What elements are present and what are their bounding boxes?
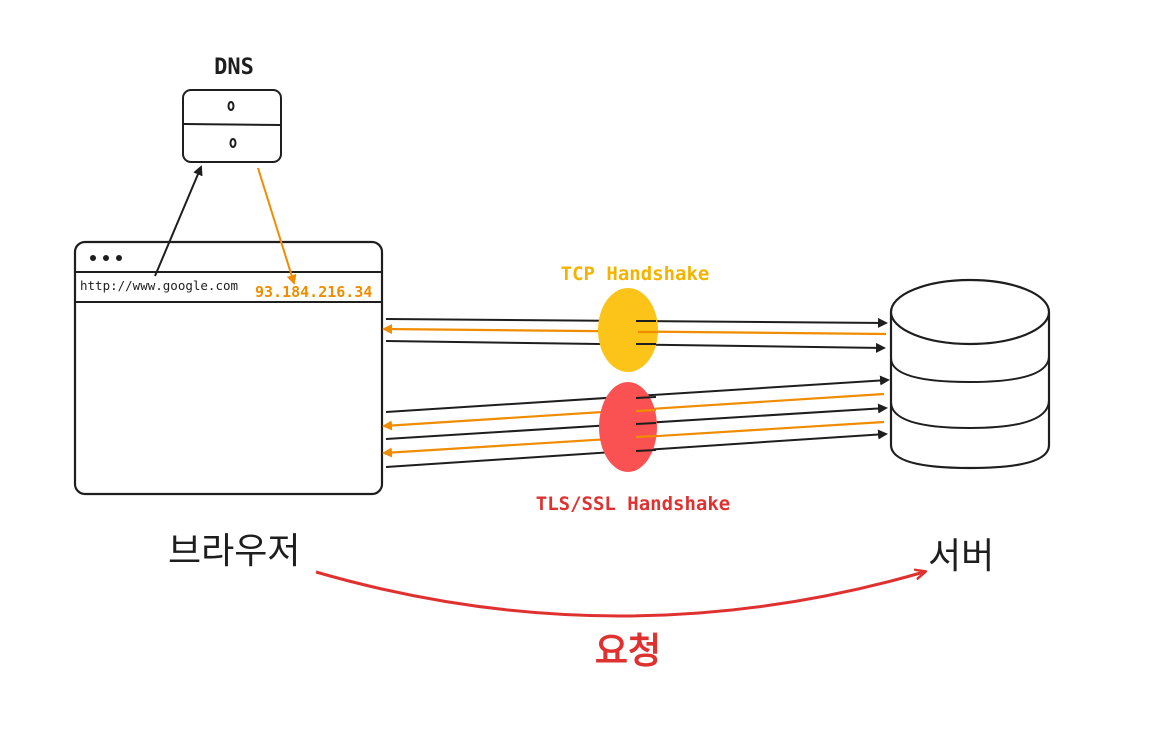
- window-dot-icon: [103, 255, 109, 261]
- tcp-handshake-label: TCP Handshake: [561, 263, 710, 285]
- tls-handshake-blob: [599, 382, 657, 472]
- browser-caption: 브라우저: [168, 531, 300, 572]
- dns-query-arrow: [154, 165, 203, 277]
- url-text: http://www.google.com: [80, 278, 238, 293]
- request-arrow: [315, 572, 924, 618]
- tcp-blob-strokes: [636, 320, 658, 345]
- server-database-icon: [889, 278, 1051, 470]
- window-dot-icon: [116, 255, 122, 261]
- tls-blob-strokes: [635, 396, 657, 452]
- tls-handshake-label: TLS/SSL Handshake: [536, 493, 730, 515]
- browser-window-icon: [73, 240, 384, 496]
- window-dot-icon: [90, 255, 96, 261]
- ip-address-text: 93.184.216.34: [255, 283, 372, 301]
- dns-server-icon: [182, 89, 282, 163]
- dns-response-arrow: [257, 167, 297, 285]
- tcp-handshake-blob: [598, 288, 658, 372]
- server-caption: 서버: [928, 536, 994, 577]
- dns-label: DNS: [214, 55, 254, 80]
- request-label: 요청: [595, 631, 661, 672]
